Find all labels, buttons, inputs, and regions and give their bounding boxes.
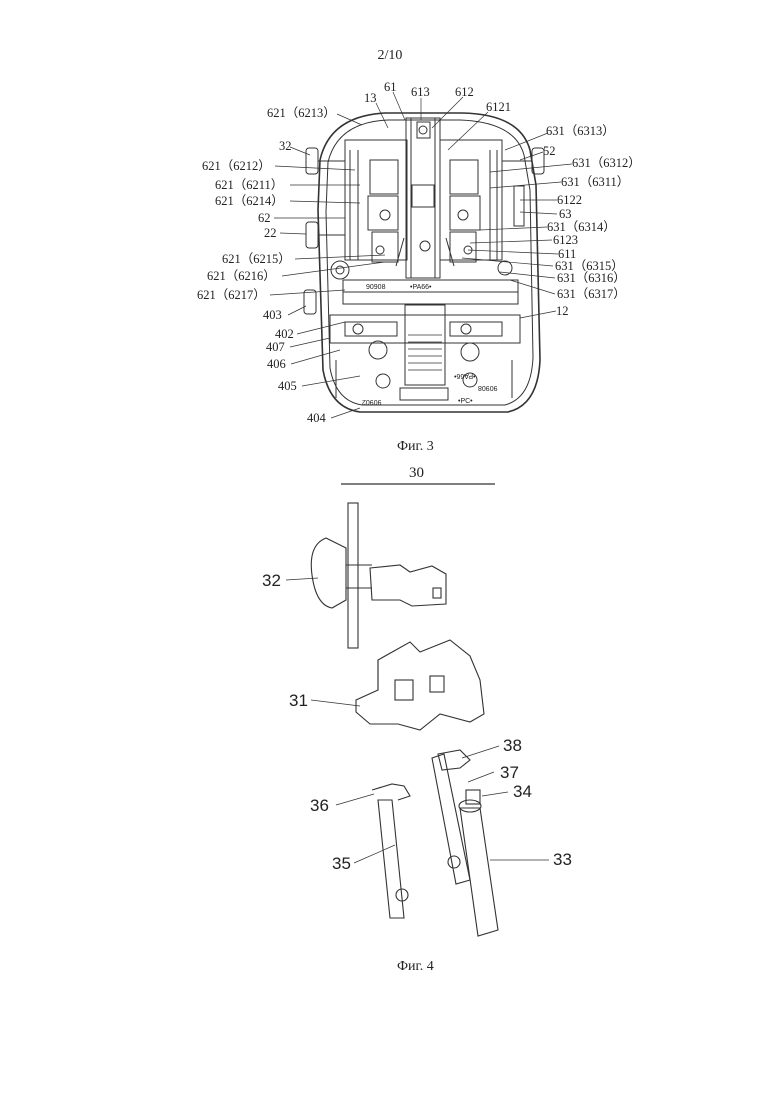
fig3-label-613: 613 — [411, 86, 430, 99]
part-32-slider — [370, 565, 446, 606]
fig3-label-631-6313: 631（6313） — [546, 125, 615, 138]
fig3-label-403: 403 — [263, 309, 282, 322]
fig3-marking-5: 90902 — [362, 398, 381, 405]
fig3-label-631-6317: 631（6317） — [557, 288, 626, 301]
fig3-label-407: 407 — [266, 341, 285, 354]
fig3-label-62: 62 — [258, 212, 271, 225]
fig3-label-621-6215: 621（6215） — [222, 253, 291, 266]
fig3-label-631-6312: 631（6312） — [572, 157, 641, 170]
part-37-terminal — [432, 754, 470, 884]
fig3-label-6121: 6121 — [486, 101, 511, 114]
fig3-label-32: 32 — [279, 140, 292, 153]
fig3-label-631-6314: 631（6314） — [547, 221, 616, 234]
fig3-label-612: 612 — [455, 86, 474, 99]
part-31-block — [356, 640, 484, 730]
fig4-label-34: 34 — [513, 783, 532, 800]
fig3-label-52: 52 — [543, 145, 556, 158]
fig3-marking-2: •PA66• — [410, 284, 432, 291]
fig4-label-32: 32 — [262, 572, 281, 589]
fig3-label-22: 22 — [264, 227, 277, 240]
fig3-marking-1: 90908 — [366, 284, 385, 291]
fig4-label-38: 38 — [503, 737, 522, 754]
part-33-tube — [460, 808, 498, 936]
fig3-label-405: 405 — [278, 380, 297, 393]
fig3-label-631-6316: 631（6316） — [557, 272, 626, 285]
fig3-label-404: 404 — [307, 412, 326, 425]
part-32-plate — [348, 503, 358, 648]
figure4-leader-lines — [286, 578, 549, 863]
center-spring — [405, 305, 445, 385]
fig3-label-13: 13 — [364, 92, 377, 105]
fig4-label-35: 35 — [332, 855, 351, 872]
fig4-label-33: 33 — [553, 851, 572, 868]
housing-outline — [318, 113, 540, 412]
fig3-marking-3: •PA66• — [454, 372, 476, 379]
fig3-label-63: 63 — [559, 208, 572, 221]
fig3-label-12: 12 — [556, 305, 569, 318]
fig3-label-631-6311: 631（6311） — [561, 176, 629, 189]
fig3-label-621-6214: 621（6214） — [215, 195, 284, 208]
fig4-title-ref: 30 — [409, 466, 424, 481]
part-32-knob — [311, 538, 346, 608]
fig3-label-406: 406 — [267, 358, 286, 371]
fig4-label-36: 36 — [310, 797, 329, 814]
fig3-label-621-6212: 621（6212） — [202, 160, 271, 173]
fig3-label-621-6213: 621（6213） — [267, 107, 336, 120]
fig3-label-621-6211: 621（6211） — [215, 179, 283, 192]
fig4-label-31: 31 — [289, 692, 308, 709]
fig3-label-61: 61 — [384, 81, 397, 94]
fig3-marking-6: •PC• — [458, 398, 473, 405]
fig3-label-621-6216: 621（6216） — [207, 270, 276, 283]
fig4-label-37: 37 — [500, 764, 519, 781]
fig3-caption: Фиг. 3 — [397, 440, 434, 454]
fig3-marking-4: 90908 — [478, 384, 497, 391]
fig3-label-621-6217: 621（6217） — [197, 289, 266, 302]
fig4-caption: Фиг. 4 — [397, 960, 434, 974]
fig3-label-6122: 6122 — [557, 194, 582, 207]
fig3-label-6123: 6123 — [553, 234, 578, 247]
fig3-label-402: 402 — [275, 328, 294, 341]
lower-band — [330, 315, 520, 343]
